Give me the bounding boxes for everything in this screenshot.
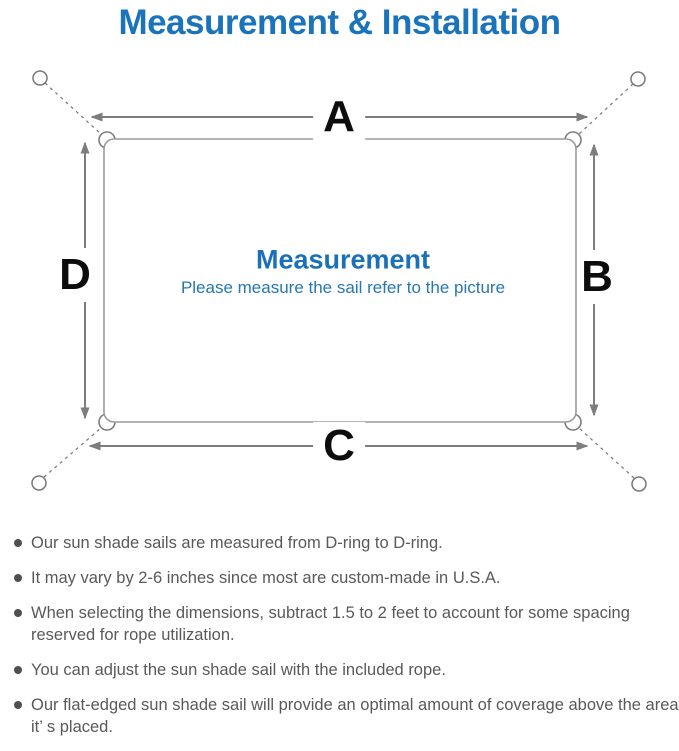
note-text: Our sun shade sails are measured from D-… bbox=[31, 534, 443, 552]
list-item: Our sun shade sails are measured from D-… bbox=[14, 532, 679, 554]
rope-bottom-left bbox=[43, 427, 102, 478]
anchor-ring-top-left-icon bbox=[32, 70, 48, 86]
dimension-label-a: A bbox=[313, 93, 365, 141]
dimension-label-b: B bbox=[579, 250, 615, 304]
rope-top-left bbox=[44, 82, 102, 135]
rope-bottom-right bbox=[578, 427, 635, 479]
list-item: Our flat-edged sun shade sail will provi… bbox=[14, 694, 679, 738]
diagram-canvas bbox=[31, 70, 647, 492]
anchor-ring-bottom-right-icon bbox=[631, 476, 647, 492]
bullet-icon bbox=[14, 574, 22, 582]
list-item: You can adjust the sun shade sail with t… bbox=[14, 659, 679, 681]
note-text: You can adjust the sun shade sail with t… bbox=[31, 661, 446, 679]
anchor-ring-top-right-icon bbox=[630, 71, 646, 87]
anchor-ring-bottom-left-icon bbox=[31, 475, 47, 491]
dimension-label-d: D bbox=[57, 248, 93, 302]
diagram-center-heading: Measurement bbox=[255, 244, 431, 275]
bullet-icon bbox=[14, 666, 22, 674]
list-item: When selecting the dimensions, subtract … bbox=[14, 602, 679, 646]
list-item: It may vary by 2-6 inches since most are… bbox=[14, 567, 679, 589]
diagram-center-subtitle: Please measure the sail refer to the pic… bbox=[180, 278, 506, 297]
bullet-icon bbox=[14, 701, 22, 709]
dimension-label-c: C bbox=[313, 422, 365, 470]
page-title: Measurement & Installation bbox=[118, 3, 561, 42]
measurement-notes-list: Our sun shade sails are measured from D-… bbox=[0, 520, 679, 751]
measurement-diagram: A B C D Measurement Please measure the s… bbox=[0, 60, 679, 520]
note-text: Our flat-edged sun shade sail will provi… bbox=[31, 696, 679, 736]
bullet-icon bbox=[14, 609, 22, 617]
note-text: When selecting the dimensions, subtract … bbox=[31, 604, 630, 644]
note-text: It may vary by 2-6 inches since most are… bbox=[31, 569, 501, 587]
rope-top-right bbox=[578, 83, 634, 135]
bullet-icon bbox=[14, 539, 22, 547]
